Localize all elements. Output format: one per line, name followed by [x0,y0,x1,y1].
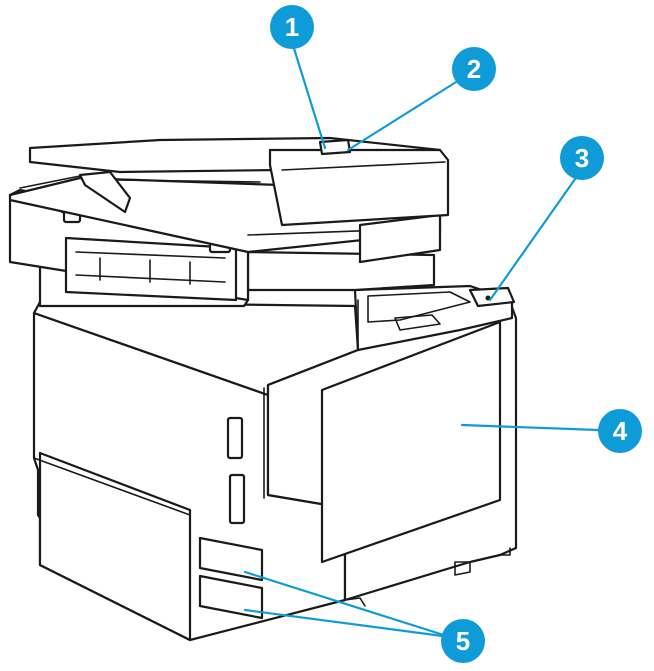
right-foot [454,547,511,576]
front-vents [226,416,246,525]
callout-number: 1 [285,12,299,42]
callout-circle [441,619,485,663]
leader-lines [243,40,600,639]
callout-circle [560,136,604,180]
callout-1: 1 [270,5,314,49]
callout-number: 3 [575,143,589,173]
document-feeder [19,136,450,227]
callout-4: 4 [598,409,642,453]
callout-number: 2 [467,54,481,84]
callout-3: 3 [560,136,604,180]
serial-labels [198,536,264,620]
leader-line-5b [243,608,452,639]
callout-circle [452,47,496,91]
leader-line-4 [460,423,600,432]
power-button-area [468,286,516,308]
callout-2: 2 [452,47,496,91]
bottom-notch [344,597,366,607]
callout-circle [270,5,314,49]
callout-number: 5 [456,626,470,656]
output-bin [353,284,514,352]
callout-number: 4 [613,416,628,446]
leader-line-3 [488,170,582,302]
leader-line-2 [346,70,474,152]
callout-circle [598,409,642,453]
leader-line-5a [243,570,452,639]
right-door [320,320,502,564]
paper-tray [33,451,192,642]
callout-5: 5 [441,619,485,663]
leader-line-1 [290,40,327,150]
